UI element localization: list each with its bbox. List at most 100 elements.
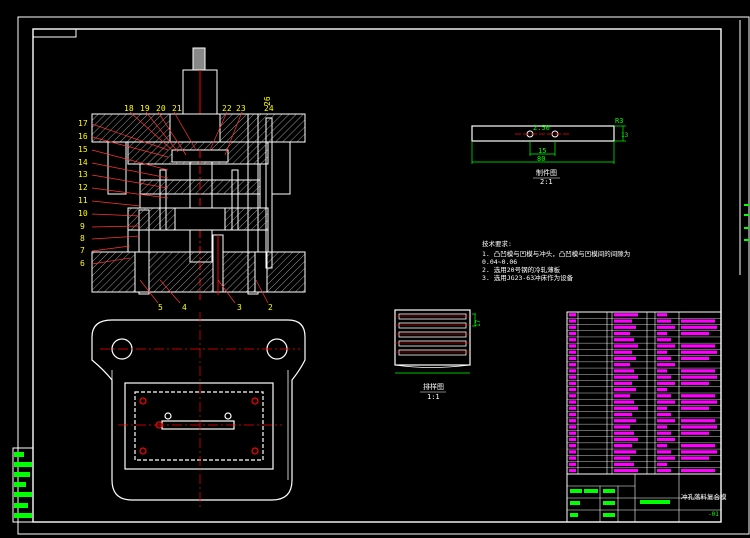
table-cell-text — [569, 338, 576, 342]
table-cell-text — [657, 431, 671, 435]
svg-text:12: 12 — [78, 183, 88, 192]
table-cell-text — [681, 331, 709, 336]
part-caption: 制件图 — [536, 168, 557, 177]
table-cell-text — [614, 325, 636, 329]
parts-list-table — [566, 311, 722, 475]
table-cell-text — [614, 425, 630, 429]
table-cell-text — [569, 450, 576, 454]
svg-text:6: 6 — [80, 259, 85, 268]
table-cell-text — [569, 462, 576, 466]
svg-text:17: 17 — [78, 119, 88, 128]
table-cell-text — [569, 444, 576, 448]
table-cell-text — [614, 313, 638, 317]
table-cell-text — [569, 319, 576, 323]
table-cell-text — [681, 456, 709, 460]
callout: 10 — [78, 209, 141, 218]
callout: 15 — [78, 145, 169, 171]
callout: 13 — [78, 170, 169, 189]
callout: 23 — [236, 104, 246, 113]
right-edge-marks — [744, 204, 749, 241]
table-cell-text — [657, 444, 667, 448]
table-cell-text — [681, 325, 717, 329]
svg-text:14: 14 — [78, 158, 88, 167]
table-cell-text — [569, 381, 576, 385]
table-cell-text — [657, 425, 667, 429]
table-cell-text — [681, 369, 715, 373]
table-cell-text — [614, 419, 636, 423]
table-cell-text — [657, 319, 671, 323]
notes-line: 1. 凸凹模与凹模与冲头，凸凹模与凹模间的间隙为 — [482, 249, 630, 258]
table-cell-text — [681, 444, 715, 448]
svg-text:7: 7 — [80, 246, 85, 255]
callout: 22 — [222, 104, 232, 113]
callout: 8 — [80, 234, 141, 243]
table-cell-text — [657, 412, 671, 417]
table-cell-text — [569, 325, 576, 329]
callout: 20 — [156, 104, 166, 113]
table-cell-text — [657, 344, 675, 348]
table-cell-text — [614, 363, 630, 367]
table-cell-text — [681, 319, 715, 323]
table-cell-text — [569, 356, 576, 361]
technical-notes: 技术要求: 1. 凸凹模与凹模与冲头，凸凹模与凹模间的间隙为 0.04~0.06… — [482, 239, 630, 282]
table-cell-text — [614, 462, 634, 466]
table-cell-text — [614, 412, 632, 417]
table-cell-text — [614, 468, 638, 473]
table-cell-text — [569, 344, 576, 348]
table-cell-text — [569, 431, 576, 435]
notes-line: 0.04~0.06 — [482, 258, 517, 266]
callout: 5 — [158, 303, 163, 312]
drawing-title: 冲孔落料复合模 — [681, 492, 727, 501]
table-cell-text — [614, 444, 632, 448]
table-cell-text — [657, 375, 671, 379]
table-cell-text — [614, 431, 634, 435]
table-cell-text — [569, 387, 576, 392]
callout: 14 — [78, 158, 169, 179]
table-cell-text — [681, 431, 709, 435]
callout: 21 — [172, 104, 182, 113]
table-cell-text — [681, 381, 709, 385]
table-cell-text — [569, 468, 576, 473]
table-cell-text — [614, 400, 634, 404]
table-cell-text — [569, 394, 576, 398]
corner-tag — [32, 28, 77, 38]
table-cell-text — [657, 406, 667, 410]
table-cell-text — [614, 437, 638, 442]
svg-text:9: 9 — [80, 222, 85, 231]
notes-line: 2. 选用20号钢的冷轧薄板 — [482, 265, 561, 274]
table-cell-text — [614, 331, 630, 336]
table-cell-text — [657, 456, 675, 460]
table-cell-text — [614, 338, 634, 342]
table-cell-text — [614, 456, 630, 460]
table-cell-text — [614, 344, 638, 348]
table-cell-text — [569, 400, 576, 404]
drawing-number: -01 — [708, 511, 719, 518]
svg-text:16: 16 — [78, 132, 88, 141]
callout: 9 — [80, 222, 141, 231]
table-cell-text — [657, 394, 671, 398]
dim-hole: 2.50 — [533, 124, 550, 132]
table-cell-text — [657, 369, 667, 373]
table-cell-text — [681, 394, 715, 398]
notes-line: 3. 选用JG23-63冲床作为设备 — [482, 273, 574, 282]
table-cell-text — [681, 350, 717, 354]
callout: 6 — [80, 257, 131, 268]
table-cell-text — [657, 468, 671, 473]
table-cell-text — [657, 350, 667, 354]
table-cell-text — [657, 462, 667, 466]
notes-title: 技术要求: — [482, 239, 512, 248]
table-cell-text — [614, 450, 636, 454]
part-scale: 2:1 — [540, 178, 553, 186]
table-cell-text — [657, 363, 675, 367]
table-cell-text — [569, 412, 576, 417]
part-drawing: 2.50 15 80 R3 13 制件图 2:1 — [471, 117, 629, 186]
table-cell-text — [681, 468, 715, 473]
svg-text:15: 15 — [78, 145, 88, 154]
callout: 12 — [78, 183, 169, 199]
svg-text:11: 11 — [78, 196, 88, 205]
table-cell-text — [657, 338, 671, 342]
table-cell-text — [657, 331, 667, 336]
dim-pitch: 15 — [538, 147, 546, 155]
table-cell-text — [614, 350, 632, 354]
callout: 4 — [182, 303, 187, 312]
